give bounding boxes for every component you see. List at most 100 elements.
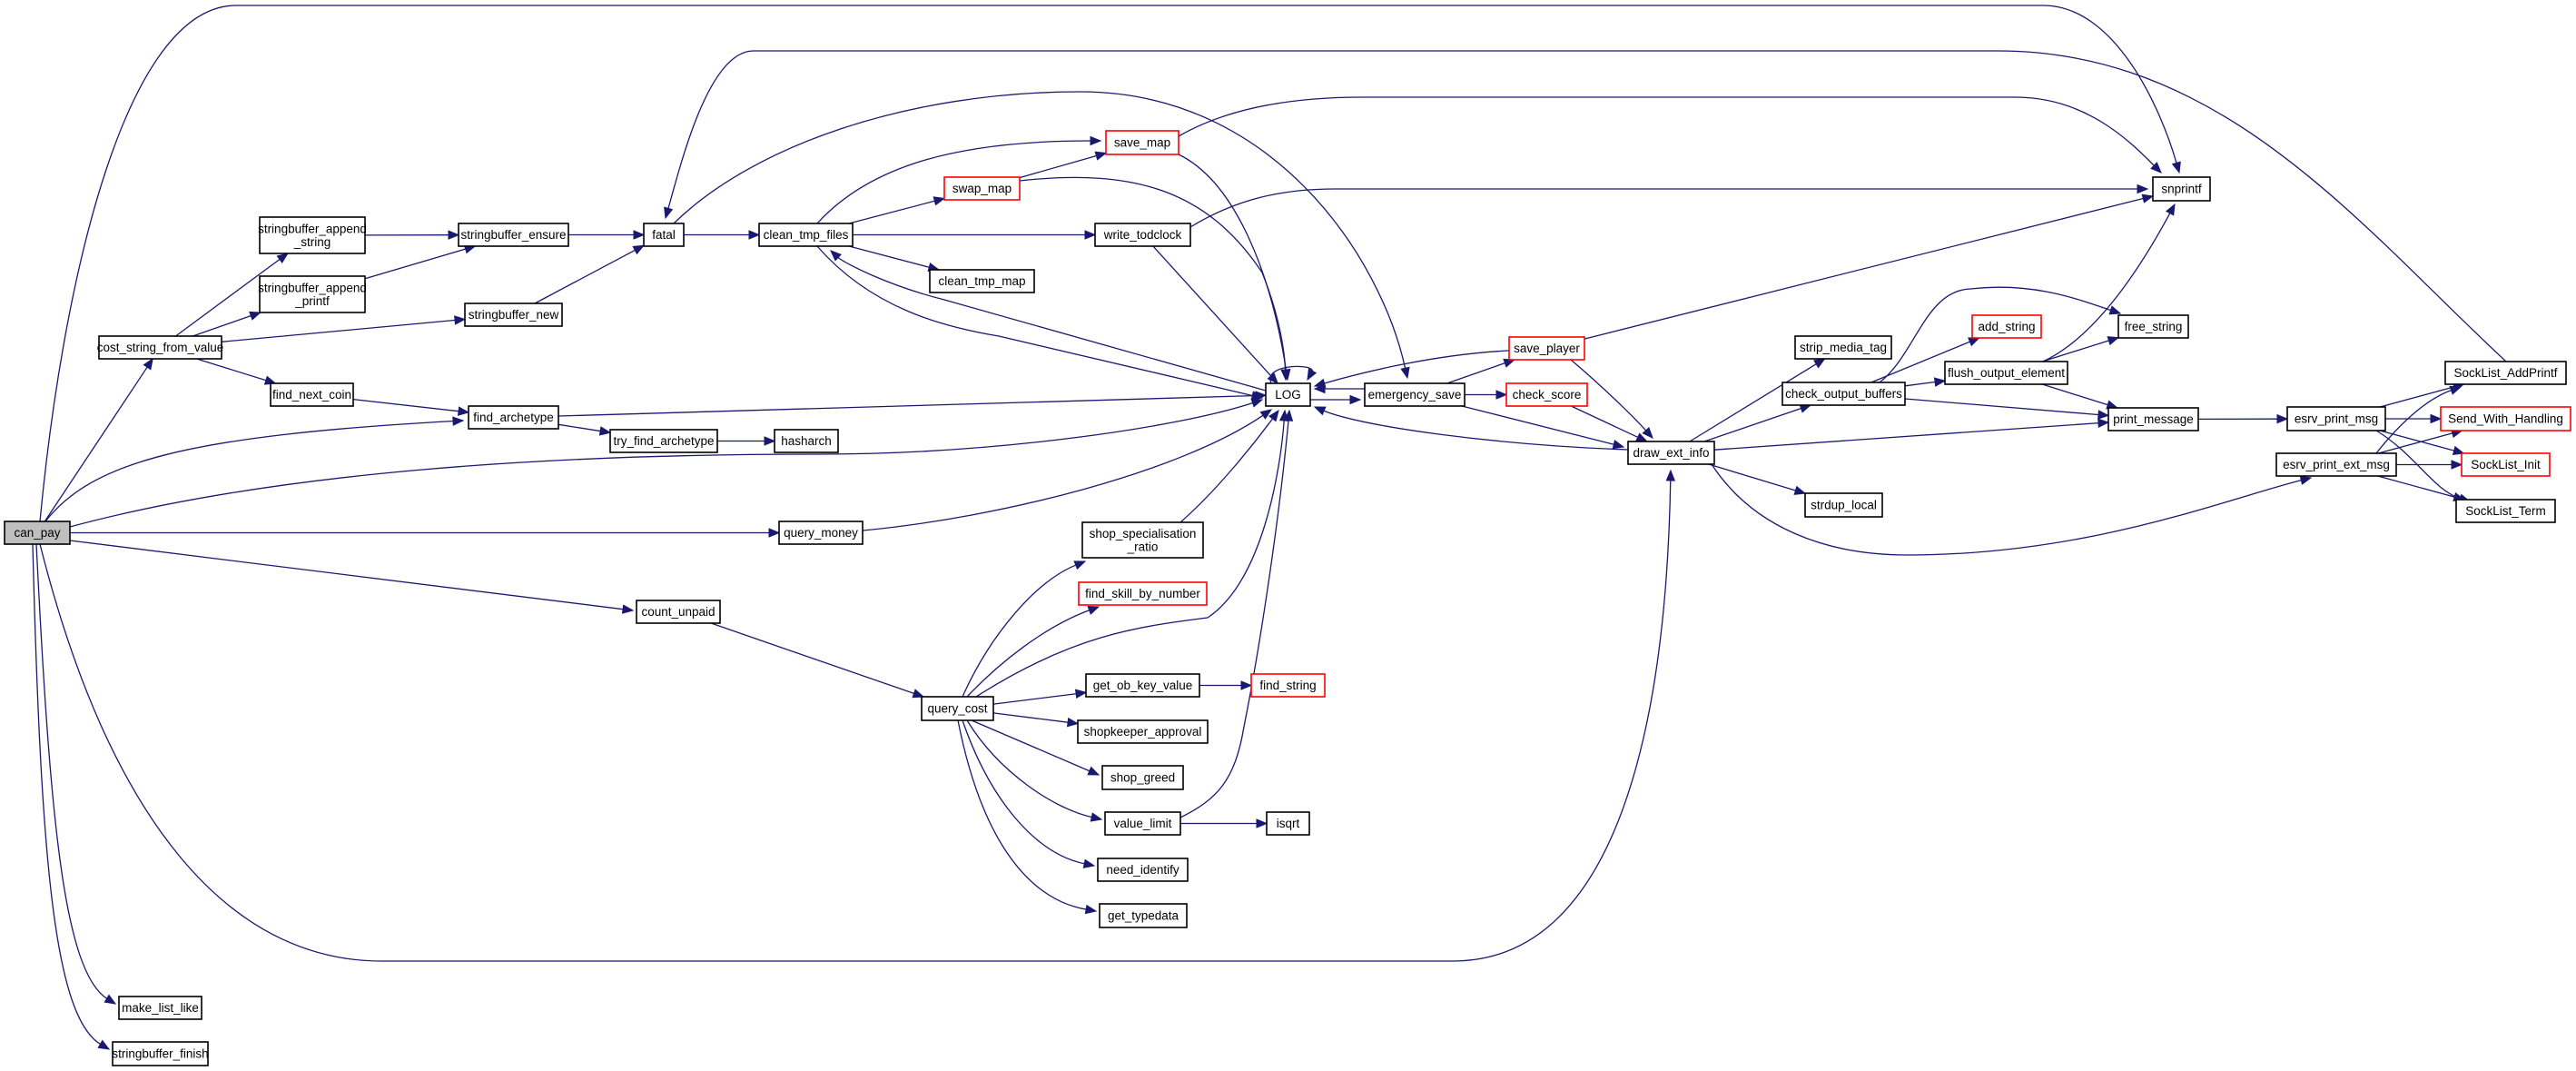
node-stringbuffer_append_string[interactable]: stringbuffer_append_string (258, 216, 367, 254)
node-find_next_coin[interactable]: find_next_coin (270, 382, 354, 407)
node-box[interactable] (1094, 223, 1191, 247)
node-box[interactable] (2461, 452, 2551, 477)
node-box[interactable] (1097, 858, 1189, 882)
node-swap_map[interactable]: swap_map (943, 176, 1021, 201)
node-box[interactable] (1104, 811, 1181, 836)
node-can_pay[interactable]: can_pay (4, 521, 71, 545)
node-need_identify[interactable]: need_identify (1097, 858, 1189, 882)
node-shop_greed[interactable]: shop_greed (1101, 765, 1184, 790)
node-query_cost[interactable]: query_cost (921, 696, 994, 721)
node-box[interactable] (1804, 492, 1883, 518)
node-box[interactable] (4, 521, 71, 545)
node-shop_specialisation_ratio[interactable]: shop_specialisation_ratio (1081, 521, 1204, 559)
node-Send_With_Handling[interactable]: Send_With_Handling (2440, 406, 2571, 431)
node-save_map[interactable]: save_map (1105, 130, 1179, 155)
node-box[interactable] (2286, 406, 2386, 431)
node-box[interactable] (1250, 673, 1326, 698)
node-box[interactable] (270, 382, 354, 407)
node-clean_tmp_files[interactable]: clean_tmp_files (758, 223, 854, 247)
node-esrv_print_msg[interactable]: esrv_print_msg (2286, 406, 2386, 431)
node-value_limit[interactable]: value_limit (1104, 811, 1181, 836)
node-box[interactable] (774, 429, 839, 453)
node-flush_output_element[interactable]: flush_output_element (1944, 361, 2068, 385)
node-box[interactable] (1505, 382, 1588, 407)
node-clean_tmp_map[interactable]: clean_tmp_map (929, 269, 1035, 293)
node-box[interactable] (1101, 765, 1184, 790)
node-box[interactable] (1794, 335, 1892, 360)
node-box[interactable] (112, 1041, 209, 1066)
node-box[interactable] (464, 302, 563, 327)
node-stringbuffer_append_printf[interactable]: stringbuffer_append_printf (258, 275, 367, 313)
node-box[interactable] (1364, 382, 1466, 407)
node-find_skill_by_number[interactable]: find_skill_by_number (1078, 581, 1208, 606)
node-box[interactable] (2117, 314, 2189, 339)
node-strdup_local[interactable]: strdup_local (1804, 492, 1883, 518)
node-box[interactable] (1099, 903, 1188, 928)
node-box[interactable] (778, 521, 864, 545)
node-box[interactable] (1971, 314, 2042, 339)
node-box[interactable] (2152, 176, 2211, 202)
node-box[interactable] (643, 223, 685, 247)
node-box[interactable] (1508, 336, 1585, 361)
node-find_string[interactable]: find_string (1250, 673, 1326, 698)
node-add_string[interactable]: add_string (1971, 314, 2042, 339)
node-box[interactable] (2455, 499, 2556, 523)
node-box[interactable] (636, 600, 721, 624)
node-box[interactable] (1266, 811, 1310, 836)
node-box[interactable] (1781, 382, 1906, 406)
node-box[interactable] (1265, 382, 1311, 407)
node-box[interactable] (118, 996, 202, 1020)
node-box[interactable] (259, 275, 366, 313)
node-print_message[interactable]: print_message (2107, 407, 2199, 431)
node-box[interactable] (2444, 361, 2567, 385)
node-snprintf[interactable]: snprintf (2152, 176, 2211, 202)
node-hasharch[interactable]: hasharch (774, 429, 839, 453)
node-make_list_like[interactable]: make_list_like (118, 996, 202, 1020)
node-shopkeeper_approval[interactable]: shopkeeper_approval (1077, 719, 1209, 744)
node-SockList_Term[interactable]: SockList_Term (2455, 499, 2556, 523)
node-stringbuffer_ensure[interactable]: stringbuffer_ensure (458, 223, 569, 247)
node-box[interactable] (468, 405, 559, 430)
node-strip_media_tag[interactable]: strip_media_tag (1794, 335, 1892, 360)
node-SockList_Init[interactable]: SockList_Init (2461, 452, 2551, 477)
node-box[interactable] (1085, 673, 1200, 698)
node-box[interactable] (921, 696, 994, 721)
node-find_archetype[interactable]: find_archetype (468, 405, 559, 430)
node-box[interactable] (1627, 441, 1715, 465)
node-box[interactable] (2440, 406, 2571, 431)
node-box[interactable] (458, 223, 569, 247)
node-esrv_print_ext_msg[interactable]: esrv_print_ext_msg (2275, 452, 2397, 477)
node-emergency_save[interactable]: emergency_save (1364, 382, 1466, 407)
node-SockList_AddPrintf[interactable]: SockList_AddPrintf (2444, 361, 2567, 385)
node-query_money[interactable]: query_money (778, 521, 864, 545)
node-box[interactable] (1105, 130, 1179, 155)
node-box[interactable] (609, 429, 718, 453)
node-box[interactable] (1077, 719, 1209, 744)
node-LOG[interactable]: LOG (1265, 382, 1311, 407)
node-check_score[interactable]: check_score (1505, 382, 1588, 407)
node-check_output_buffers[interactable]: check_output_buffers (1781, 382, 1906, 406)
node-stringbuffer_finish[interactable]: stringbuffer_finish (112, 1041, 209, 1066)
node-cost_string_from_value[interactable]: cost_string_from_value (97, 335, 224, 360)
node-box[interactable] (758, 223, 854, 247)
node-box[interactable] (1081, 521, 1204, 559)
node-fatal[interactable]: fatal (643, 223, 685, 247)
node-box[interactable] (1944, 361, 2068, 385)
node-save_player[interactable]: save_player (1508, 336, 1585, 361)
node-get_typedata[interactable]: get_typedata (1099, 903, 1188, 928)
node-write_todclock[interactable]: write_todclock (1094, 223, 1191, 247)
node-try_find_archetype[interactable]: try_find_archetype (609, 429, 718, 453)
node-get_ob_key_value[interactable]: get_ob_key_value (1085, 673, 1200, 698)
node-box[interactable] (1078, 581, 1208, 606)
node-free_string[interactable]: free_string (2117, 314, 2189, 339)
node-box[interactable] (2107, 407, 2199, 431)
node-box[interactable] (943, 176, 1021, 201)
node-draw_ext_info[interactable]: draw_ext_info (1627, 441, 1715, 465)
node-count_unpaid[interactable]: count_unpaid (636, 600, 721, 624)
node-box[interactable] (929, 269, 1035, 293)
node-box[interactable] (259, 216, 366, 254)
node-box[interactable] (98, 335, 222, 360)
node-stringbuffer_new[interactable]: stringbuffer_new (464, 302, 563, 327)
node-isqrt[interactable]: isqrt (1266, 811, 1310, 836)
node-box[interactable] (2275, 452, 2397, 477)
